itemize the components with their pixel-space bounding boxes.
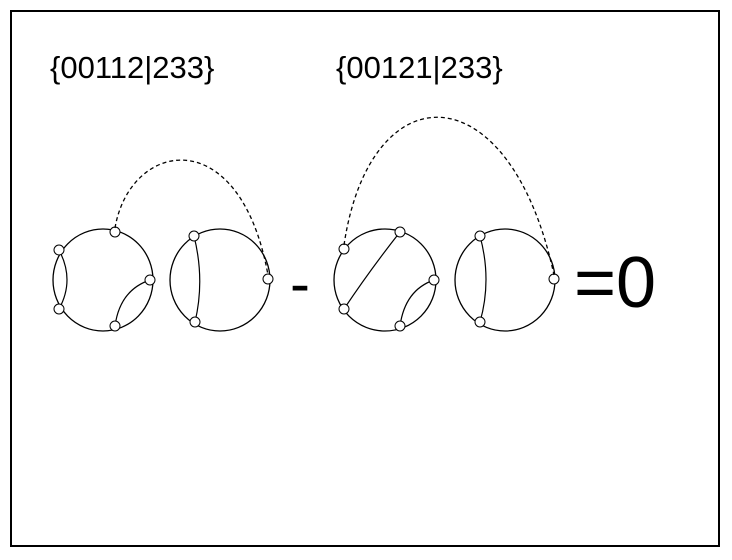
minus-sign: -: [290, 250, 310, 317]
chord-c1: [343, 231, 401, 310]
circle-d: [454, 228, 560, 332]
circle-a: [52, 226, 156, 332]
chord-a2: [114, 279, 151, 327]
circle-b: [169, 228, 274, 332]
label-right: {00121|233}: [336, 50, 503, 85]
chord-d1: [479, 235, 487, 323]
dashed-arc-left: [114, 159, 269, 276]
chord-b1: [193, 235, 201, 323]
dashed-arc-right: [343, 116, 555, 276]
equals-zero: =0: [574, 243, 656, 323]
chord-a1: [58, 249, 68, 310]
circle-c: [333, 226, 440, 332]
label-left: {00112|233}: [50, 50, 214, 85]
